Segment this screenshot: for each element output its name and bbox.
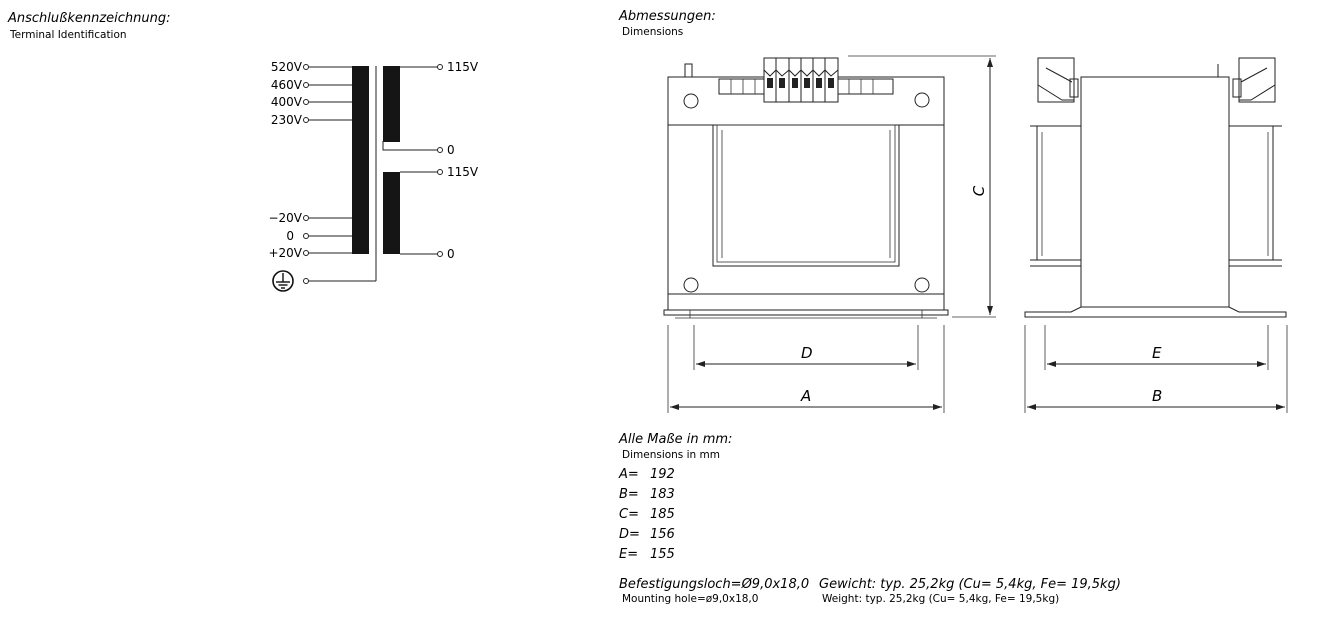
value-e: 155: [650, 547, 675, 562]
terminal-subtitle: Terminal Identification: [9, 29, 127, 41]
tap-label-minus20v: −20V: [268, 211, 302, 225]
dim-label-a: A: [800, 387, 811, 405]
value-b: 183: [650, 487, 675, 502]
weight-subtitle: Weight: typ. 25,2kg (Cu= 5,4kg, Fe= 19,5…: [822, 593, 1059, 605]
dimension-values: A= 192 B= 183 C= 185 D= 156 E= 155: [618, 467, 675, 562]
value-key-c: C=: [619, 507, 639, 522]
tap-label-0-b: 0: [447, 247, 455, 261]
winding-schematic: 520V 460V 400V 230V −20V 0 +20V 115V 0 1…: [268, 60, 479, 292]
dimension-lines: [667, 55, 1288, 413]
primary-coil: [352, 66, 369, 254]
value-key-e: E=: [619, 547, 638, 562]
value-d: 156: [650, 527, 675, 542]
value-key-a: A=: [618, 467, 639, 482]
dim-label-c: C: [970, 185, 988, 196]
tap-label-520v: 520V: [271, 60, 303, 74]
secondary-coil-upper: [383, 66, 400, 142]
dim-label-b: B: [1152, 387, 1162, 405]
tap-label-400v: 400V: [271, 95, 303, 109]
tap-label-230v: 230V: [271, 113, 303, 127]
weight-title: Gewicht: typ. 25,2kg (Cu= 5,4kg, Fe= 19,…: [819, 577, 1121, 592]
primary-tap-lines: [303, 64, 376, 284]
value-c: 185: [650, 507, 675, 522]
value-key-d: D=: [619, 527, 640, 542]
tap-label-plus20v: +20V: [268, 246, 302, 260]
dim-label-d: D: [801, 344, 813, 362]
mounting-subtitle: Mounting hole=ø9,0x18,0: [622, 593, 758, 605]
dimensions-subtitle: Dimensions: [622, 26, 683, 38]
tap-label-0-a: 0: [447, 143, 455, 157]
terminal-title: Anschlußkennzeichnung:: [7, 11, 171, 26]
earth-icon: [272, 270, 294, 292]
dimensions-title: Abmessungen:: [618, 9, 716, 24]
tap-label-115v-a: 115V: [447, 60, 479, 74]
side-view: [1024, 57, 1287, 318]
terminal-block-icon: [684, 57, 894, 103]
secondary-tap-lines: [382, 64, 443, 257]
front-view: [663, 57, 949, 319]
tap-label-115v-b: 115V: [447, 165, 479, 179]
secondary-coil-lower: [383, 172, 400, 254]
mounting-title: Befestigungsloch=Ø9,0x18,0: [619, 577, 809, 592]
tap-label-460v: 460V: [271, 78, 303, 92]
terminal-housing-icon: [1037, 57, 1276, 103]
units-subtitle: Dimensions in mm: [622, 449, 720, 461]
value-key-b: B=: [619, 487, 639, 502]
units-title: Alle Maße in mm:: [618, 432, 732, 447]
tap-label-0v-aux: 0: [286, 229, 294, 243]
dim-label-e: E: [1152, 344, 1162, 362]
value-a: 192: [650, 467, 675, 482]
